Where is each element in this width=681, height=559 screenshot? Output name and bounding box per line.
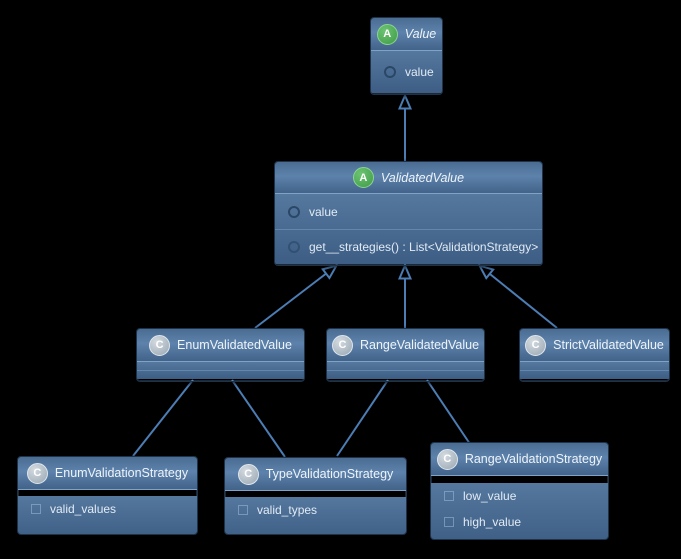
empty-fields-compartment: [520, 362, 669, 370]
field-name: value: [309, 204, 338, 219]
method-circle-icon: [288, 241, 300, 253]
class-header: C EnumValidatedValue: [137, 329, 304, 362]
association-line-enumvalidatedvalue-to-typevalidationstrategy[interactable]: [231, 379, 286, 458]
class-badge-icon: C: [331, 334, 353, 356]
abstract-class-badge-icon: A: [376, 23, 398, 45]
inheritance-arrow-strictvalidatedvalue-to-validatedvalue[interactable]: [480, 266, 558, 329]
class-title: ValidatedValue: [380, 170, 465, 185]
class-header: C RangeValidationStrategy: [431, 443, 608, 476]
association-line-rangevalidatedvalue-to-typevalidationstrategy[interactable]: [336, 379, 389, 457]
class-title: TypeValidationStrategy: [265, 467, 394, 481]
field-row[interactable]: value: [371, 51, 442, 93]
field-circle-icon: [288, 205, 300, 218]
field-circle-icon: [384, 66, 396, 78]
class-box-validatedvalue[interactable]: A ValidatedValue value get__strategies()…: [274, 161, 543, 266]
class-header: C StrictValidatedValue: [520, 329, 669, 362]
field-square-icon: [238, 505, 248, 515]
method-row[interactable]: get__strategies() : List<ValidationStrat…: [275, 229, 542, 264]
empty-methods-compartment: [327, 370, 484, 378]
field-square-icon: [444, 491, 454, 501]
field-name: low_value: [463, 489, 517, 503]
inheritance-arrow-enumvalidatedvalue-to-validatedvalue[interactable]: [254, 266, 336, 329]
association-line-rangevalidatedvalue-to-rangevalidationstrategy[interactable]: [426, 379, 471, 445]
field-name: valid_types: [257, 503, 318, 517]
class-header: C RangeValidatedValue: [327, 329, 484, 362]
class-title: StrictValidatedValue: [553, 338, 664, 352]
field-square-icon: [444, 517, 454, 527]
class-header: A ValidatedValue: [275, 162, 542, 194]
empty-methods-compartment: [520, 370, 669, 378]
method-name: get__strategies() : List<ValidationStrat…: [309, 240, 539, 254]
empty-methods-compartment: [137, 370, 304, 378]
field-name: valid_values: [50, 502, 117, 516]
class-box-enumvalidatedvalue[interactable]: C EnumValidatedValue: [136, 328, 305, 382]
class-title: EnumValidationStrategy: [54, 466, 189, 480]
class-header: A Value: [371, 18, 442, 51]
class-header: C EnumValidationStrategy: [18, 457, 197, 490]
class-box-strictvalidatedvalue[interactable]: C StrictValidatedValue: [519, 328, 670, 382]
class-title: RangeValidationStrategy: [464, 452, 603, 466]
class-box-value[interactable]: A Value value: [370, 17, 443, 95]
class-badge-icon: C: [237, 463, 259, 485]
class-box-rangevalidationstrategy[interactable]: C RangeValidationStrategy low_value high…: [430, 442, 609, 540]
field-row[interactable]: value: [275, 194, 542, 229]
class-box-enumvalidationstrategy[interactable]: C EnumValidationStrategy valid_values: [17, 456, 198, 535]
class-badge-icon: C: [525, 334, 547, 356]
field-square-icon: [31, 504, 41, 514]
class-title: EnumValidatedValue: [177, 338, 292, 352]
class-box-rangevalidatedvalue[interactable]: C RangeValidatedValue: [326, 328, 485, 382]
field-name: value: [405, 65, 434, 79]
class-title: Value: [404, 27, 437, 41]
field-row[interactable]: valid_types: [225, 497, 406, 523]
class-badge-icon: C: [149, 334, 171, 356]
field-row[interactable]: low_value: [431, 483, 608, 509]
empty-fields-compartment: [137, 362, 304, 370]
class-badge-icon: C: [436, 448, 458, 470]
association-line-enumvalidatedvalue-to-enumvalidationstrategy[interactable]: [132, 379, 194, 457]
field-row[interactable]: valid_values: [18, 496, 197, 522]
class-badge-icon: C: [26, 462, 48, 484]
empty-fields-compartment: [327, 362, 484, 370]
field-row[interactable]: high_value: [431, 509, 608, 535]
abstract-class-badge-icon: A: [352, 167, 374, 188]
class-header: C TypeValidationStrategy: [225, 458, 406, 491]
field-name: high_value: [463, 515, 522, 529]
class-box-typevalidationstrategy[interactable]: C TypeValidationStrategy valid_types: [224, 457, 407, 535]
class-title: RangeValidatedValue: [359, 338, 480, 352]
